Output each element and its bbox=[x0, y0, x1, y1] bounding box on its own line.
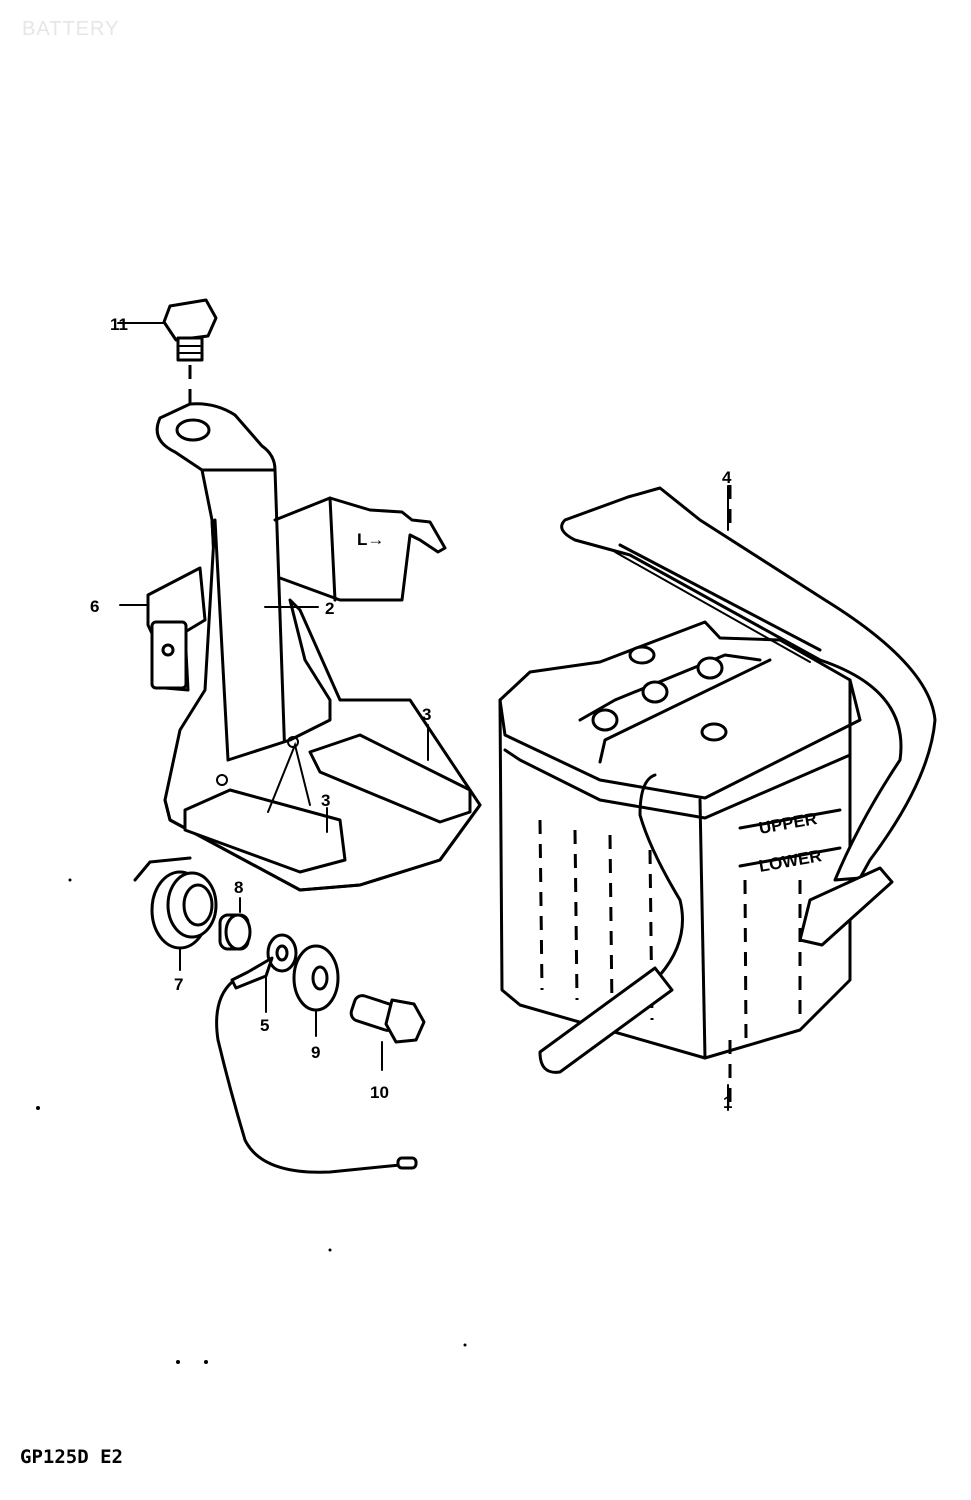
callout-2: 2 bbox=[325, 599, 334, 618]
part-8-collar bbox=[218, 897, 252, 951]
part-11-bolt bbox=[162, 298, 218, 405]
callout-6: 6 bbox=[90, 597, 99, 616]
callout-4: 4 bbox=[722, 468, 732, 487]
leader-lines bbox=[117, 322, 729, 1111]
part-9-washer bbox=[292, 944, 340, 1037]
part-6-clip bbox=[119, 566, 207, 692]
part-4-battery-strap bbox=[560, 485, 937, 947]
callout-numbers: 11 2 3 3 6 4 8 7 5 9 10 1 bbox=[90, 315, 732, 1112]
part-1-battery: UPPER LOWER bbox=[498, 620, 862, 1110]
part-2-battery-holder: L→ bbox=[155, 402, 482, 892]
callout-8: 8 bbox=[234, 878, 243, 897]
print-specks bbox=[36, 878, 467, 1364]
part-10-bolt bbox=[349, 994, 426, 1071]
callout-11: 11 bbox=[110, 315, 128, 334]
callout-10: 10 bbox=[370, 1083, 389, 1102]
callout-1: 1 bbox=[723, 1093, 732, 1112]
callout-3b: 3 bbox=[321, 791, 330, 810]
model-code-label: GP125D E2 bbox=[20, 1446, 123, 1468]
callout-9: 9 bbox=[311, 1043, 320, 1062]
callout-3a: 3 bbox=[422, 705, 431, 724]
part-5-ground-lead bbox=[215, 933, 418, 1174]
svg-text:L→: L→ bbox=[357, 530, 384, 549]
callout-5: 5 bbox=[260, 1016, 269, 1035]
callout-7: 7 bbox=[174, 975, 183, 994]
diagram-watermark: BATTERY bbox=[22, 18, 120, 40]
part-7-grommet bbox=[133, 856, 218, 971]
